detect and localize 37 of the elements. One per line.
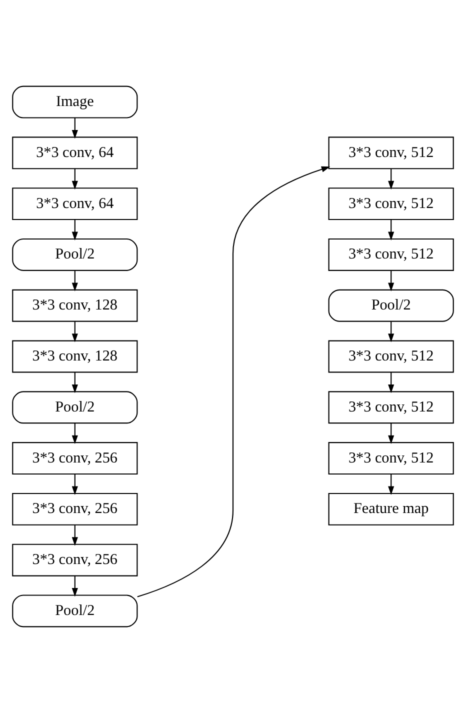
node-box: Pool/2 <box>12 238 138 271</box>
node-box: Pool/2 <box>12 594 138 628</box>
node-box: 3*3 conv, 64 <box>12 188 138 220</box>
arrow <box>72 474 78 495</box>
arrow <box>137 166 330 598</box>
node-box: 3*3 conv, 256 <box>12 544 138 576</box>
arrow <box>388 322 394 342</box>
node-box: 3*3 conv, 512 <box>328 442 454 475</box>
node-box: 3*3 conv, 512 <box>328 238 454 271</box>
arrow <box>72 372 78 394</box>
node-box: 3*3 conv, 256 <box>12 492 138 526</box>
node-box: 3*3 conv, 128 <box>12 289 138 322</box>
node-box: 3*3 conv, 128 <box>12 340 138 373</box>
arrow <box>388 270 394 292</box>
node-box: 3*3 conv, 512 <box>328 188 454 220</box>
arrow <box>388 474 394 495</box>
node-box: 3*3 conv, 512 <box>328 340 454 373</box>
arrow <box>388 372 394 394</box>
arrow <box>388 220 394 240</box>
arrow <box>72 220 78 240</box>
node-box: Pool/2 <box>328 289 454 322</box>
node-box: 3*3 conv, 512 <box>328 391 454 424</box>
node-box: 3*3 conv, 512 <box>328 136 454 170</box>
node-box: Feature map <box>328 492 454 526</box>
arrow <box>388 168 394 190</box>
node-box: Pool/2 <box>12 391 138 424</box>
node-box: 3*3 conv, 64 <box>12 136 138 170</box>
arrow <box>72 423 78 444</box>
arrow <box>72 576 78 597</box>
arrow <box>72 525 78 546</box>
arrow <box>72 270 78 292</box>
node-box: 3*3 conv, 256 <box>12 442 138 475</box>
arrow <box>72 168 78 190</box>
arrow <box>388 423 394 444</box>
arrow <box>72 118 78 139</box>
node-box: Image <box>12 86 138 118</box>
arrow <box>72 322 78 342</box>
